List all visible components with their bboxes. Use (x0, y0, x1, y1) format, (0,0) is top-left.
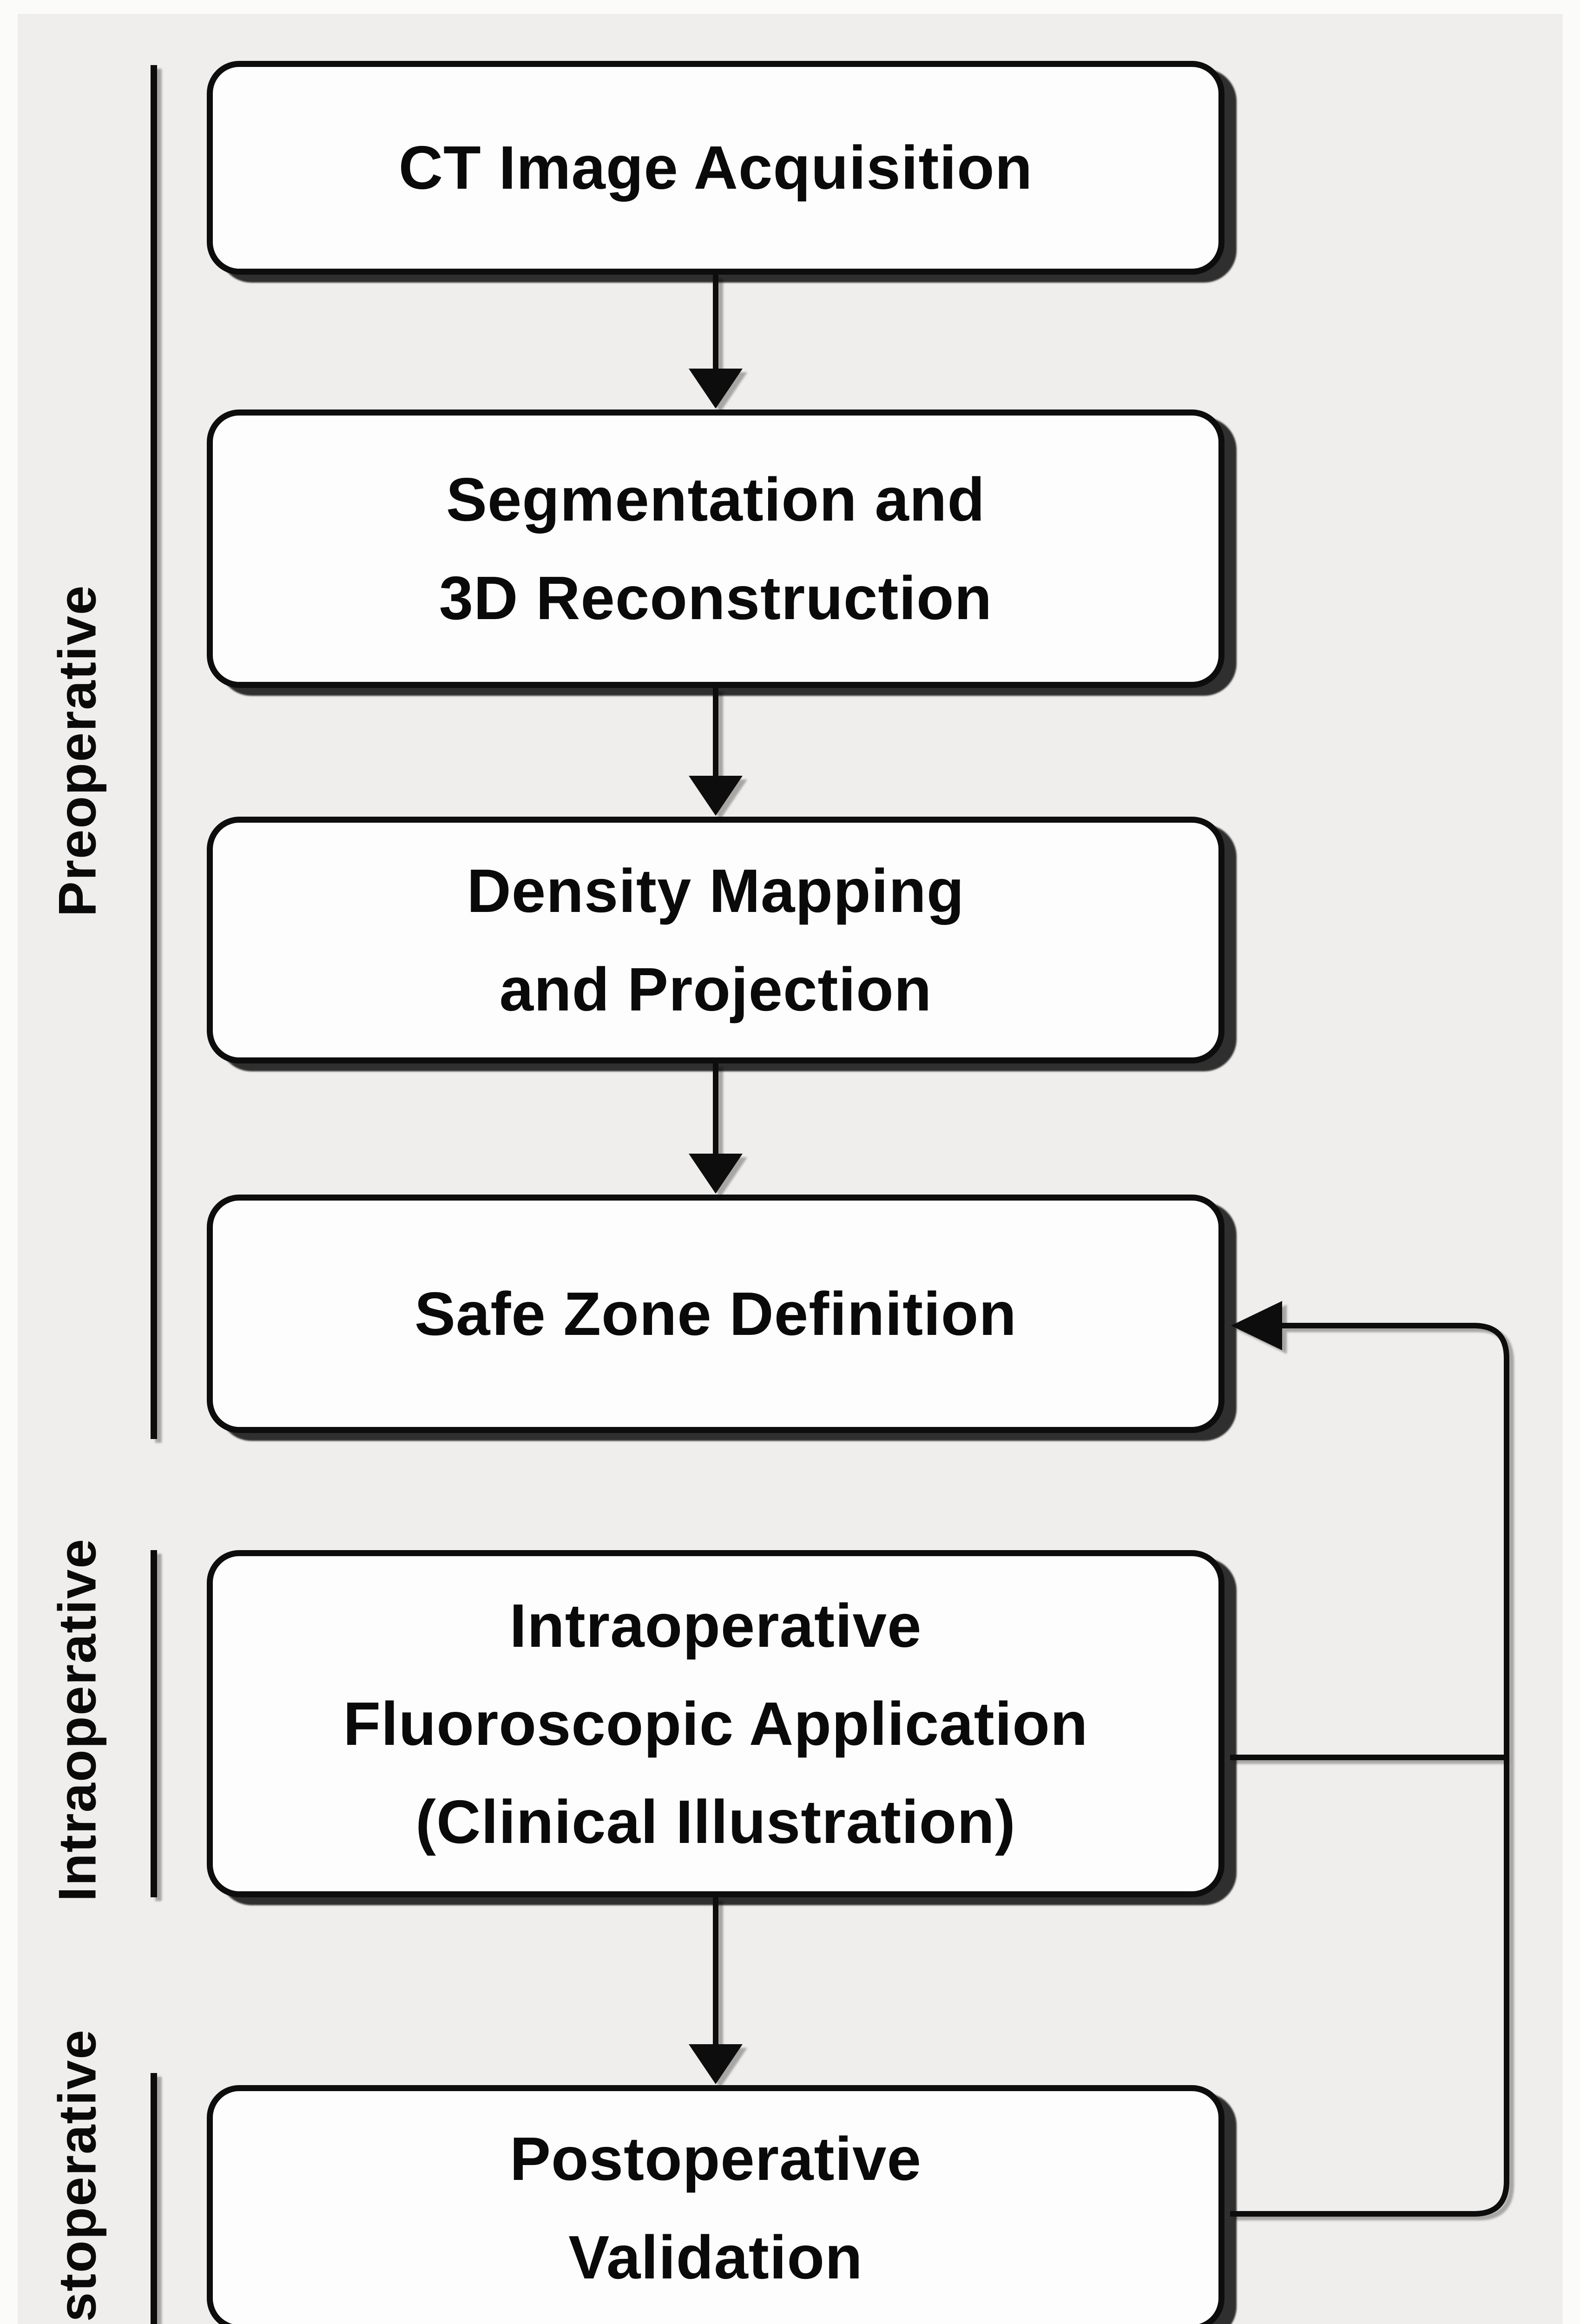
phase-label-preoperative: Preoperative (48, 584, 107, 917)
phase-label-postoperative: Postoperative (48, 2029, 107, 2324)
box-density-mapping-projection-label: Density Mapping and Projection (467, 857, 965, 1023)
box-safe-zone-definition: Safe Zone Definition (207, 1195, 1224, 1433)
box-segmentation-reconstruction-label: Segmentation and 3D Reconstruction (439, 465, 993, 632)
box-intraoperative-application: Intraoperative Fluoroscopic Application … (207, 1550, 1224, 1897)
box-ct-image-acquisition: CT Image Acquisition (207, 61, 1224, 275)
box-intraoperative-application-label: Intraoperative Fluoroscopic Application … (343, 1591, 1088, 1856)
box-postoperative-validation: Postoperative Validation (207, 2085, 1224, 2324)
box-safe-zone-definition-label: Safe Zone Definition (414, 1279, 1017, 1348)
phase-label-intraoperative: Intraoperative (48, 1538, 107, 1901)
figure-background-panel (18, 14, 1563, 2324)
box-density-mapping-projection: Density Mapping and Projection (207, 817, 1224, 1063)
box-ct-image-acquisition-label: CT Image Acquisition (398, 133, 1033, 202)
box-segmentation-reconstruction: Segmentation and 3D Reconstruction (207, 409, 1224, 688)
box-postoperative-validation-label: Postoperative Validation (510, 2125, 922, 2291)
